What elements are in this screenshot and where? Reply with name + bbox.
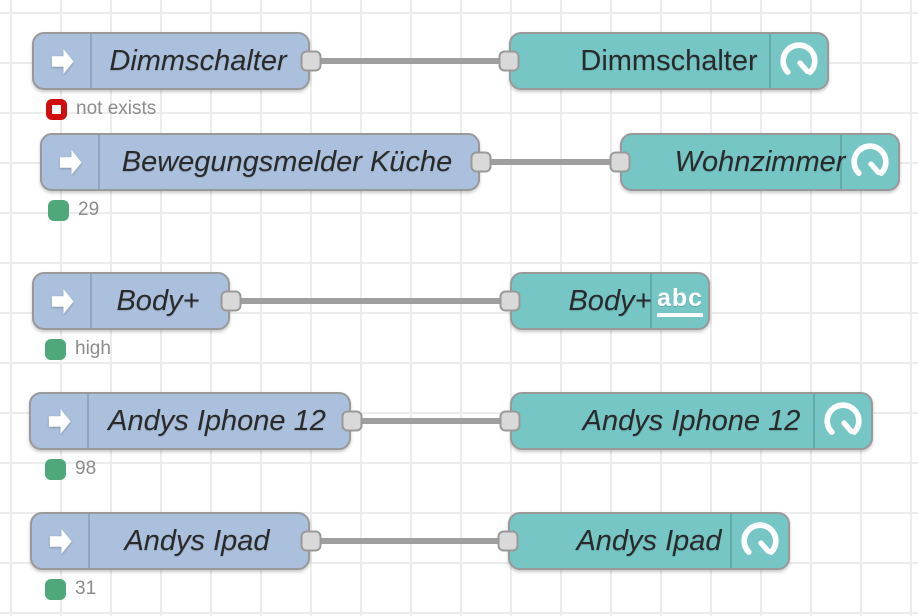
node-label: Andys Ipad <box>124 524 270 557</box>
node-label: Bewegungsmelder Küche <box>121 145 453 178</box>
arrow-right-icon <box>31 394 89 448</box>
node-label: Andys Iphone 12 <box>108 404 326 437</box>
status-text: 29 <box>78 199 100 220</box>
node-status: 31 <box>45 578 96 600</box>
node-status: 29 <box>48 199 99 221</box>
status-ring-icon <box>46 98 67 120</box>
node-label: Dimmschalter <box>580 44 758 77</box>
target-node-body-plus[interactable]: Body+ abc <box>510 272 710 330</box>
gauge-icon <box>730 514 788 568</box>
output-port[interactable] <box>300 530 322 552</box>
status-dot-icon <box>48 199 69 221</box>
status-text: not exists <box>76 98 157 119</box>
input-port[interactable] <box>498 50 520 72</box>
arrow-right-icon <box>34 274 92 328</box>
node-label: Body+ <box>116 284 200 317</box>
wire[interactable] <box>231 298 510 304</box>
arrow-right-icon <box>42 135 100 189</box>
node-status: 98 <box>45 458 96 480</box>
input-port[interactable] <box>497 530 519 552</box>
output-port[interactable] <box>300 50 322 72</box>
source-node-body-plus[interactable]: Body+ <box>32 272 230 330</box>
wire[interactable] <box>352 418 510 424</box>
target-node-wohnzimmer[interactable]: Wohnzimmer <box>620 133 900 191</box>
output-port[interactable] <box>341 410 363 432</box>
node-label: Wohnzimmer <box>674 145 846 178</box>
input-port[interactable] <box>609 151 631 173</box>
output-port[interactable] <box>220 290 242 312</box>
node-status: not exists <box>46 98 156 120</box>
status-dot-icon <box>45 578 66 600</box>
output-port[interactable] <box>470 151 492 173</box>
text-abc-icon: abc <box>650 274 708 328</box>
gauge-icon <box>769 34 827 88</box>
node-status: high <box>45 338 111 360</box>
status-text: 98 <box>75 458 97 479</box>
node-label: Body+ <box>568 284 652 317</box>
input-port[interactable] <box>499 290 521 312</box>
gauge-icon <box>813 394 871 448</box>
status-dot-icon <box>45 338 66 360</box>
arrow-right-icon <box>32 514 90 568</box>
target-node-andys-ipad[interactable]: Andys Ipad <box>508 512 790 570</box>
wire[interactable] <box>311 58 509 64</box>
input-port[interactable] <box>499 410 521 432</box>
status-text: high <box>75 338 111 359</box>
gauge-icon <box>840 135 898 189</box>
status-dot-icon <box>45 458 66 480</box>
source-node-andys-ipad[interactable]: Andys Ipad <box>30 512 310 570</box>
source-node-andys-iphone-12[interactable]: Andys Iphone 12 <box>29 392 351 450</box>
wire[interactable] <box>481 159 620 165</box>
target-node-andys-iphone-12[interactable]: Andys Iphone 12 <box>510 392 873 450</box>
node-label: Dimmschalter <box>109 44 287 77</box>
status-text: 31 <box>75 578 97 599</box>
wire[interactable] <box>311 538 508 544</box>
target-node-dimmschalter[interactable]: Dimmschalter <box>509 32 829 90</box>
source-node-bewegungsmelder-kueche[interactable]: Bewegungsmelder Küche <box>40 133 480 191</box>
node-label: Andys Ipad <box>576 524 722 557</box>
node-label: Andys Iphone 12 <box>582 404 801 437</box>
arrow-right-icon <box>34 34 92 88</box>
source-node-dimmschalter[interactable]: Dimmschalter <box>32 32 310 90</box>
